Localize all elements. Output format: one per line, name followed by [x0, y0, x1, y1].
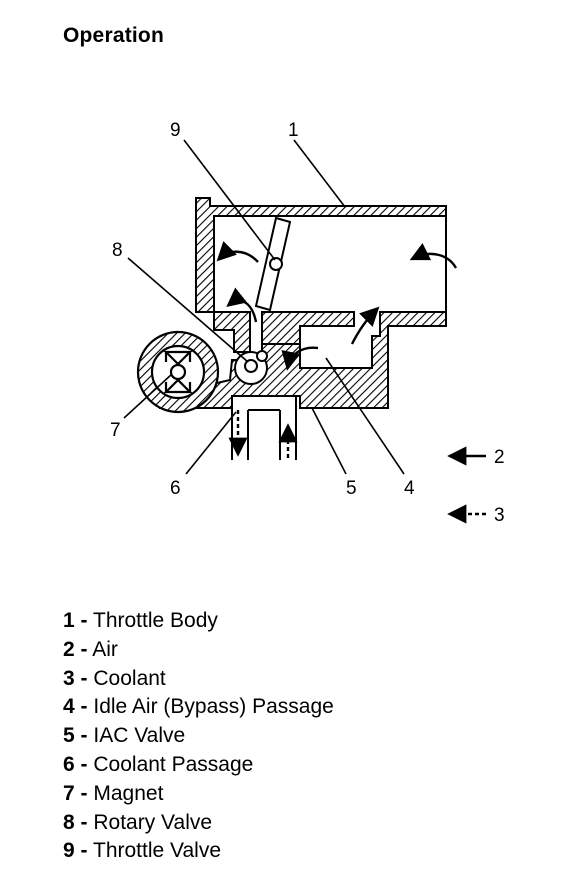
- callout-2: 2: [494, 447, 505, 468]
- leader-4: [325, 357, 405, 475]
- leader-8: [127, 257, 249, 363]
- callout-6: 6: [170, 478, 181, 499]
- leader-6: [185, 411, 237, 475]
- air-flow-arrows: [216, 241, 458, 458]
- callout-4: 4: [404, 478, 415, 499]
- throttle-body: [159, 197, 447, 409]
- legend-item: 5 - IAC Valve: [63, 724, 186, 748]
- bypass-passage-shelf: [261, 311, 355, 345]
- legend-item: 9 - Throttle Valve: [63, 839, 221, 863]
- legend-item: 4 - Idle Air (Bypass) Passage: [63, 695, 334, 719]
- magnet-assembly: [136, 330, 220, 414]
- air-arrow-bypass-mid: [281, 346, 319, 371]
- magnet-pole-bottom: [163, 378, 193, 394]
- magnet-pivot: [169, 363, 187, 381]
- coolant-passage: [231, 396, 297, 460]
- legend-list: 1 - Throttle Body 2 - Air 3 - Coolant 4 …: [63, 607, 334, 866]
- callout-5: 5: [346, 478, 357, 499]
- key-arrows: [447, 446, 486, 524]
- air-arrow-left-top: [216, 241, 259, 263]
- legend-item: 7 - Magnet: [63, 781, 164, 805]
- page-title: Operation: [63, 24, 164, 47]
- air-arrow-bypass-in: [350, 306, 380, 345]
- callout-1: 1: [288, 120, 299, 141]
- bypass-passage-wall: [213, 311, 251, 353]
- legend-item: 8 - Rotary Valve: [63, 810, 213, 834]
- callout-9: 9: [170, 120, 181, 141]
- legend-item: 2 - Air: [63, 637, 118, 661]
- air-arrow-bypass-out: [226, 287, 258, 323]
- leader-7: [123, 373, 173, 419]
- leader-5: [311, 407, 347, 475]
- legend-item: 1 - Throttle Body: [63, 609, 218, 632]
- legend-item: 6 - Coolant Passage: [63, 752, 254, 776]
- rotary-valve: [234, 350, 268, 385]
- callout-3: 3: [494, 505, 505, 526]
- callout-7: 7: [110, 420, 121, 441]
- callout-8: 8: [112, 240, 123, 261]
- throttle-body-top-wall: [195, 197, 447, 313]
- legend-item: 3 - Coolant: [63, 666, 166, 690]
- magnet-pole-top: [163, 350, 193, 366]
- leader-9: [183, 139, 276, 261]
- throttle-valve: [254, 216, 292, 312]
- leader-lines: [123, 139, 405, 475]
- leader-1: [293, 139, 346, 208]
- air-arrow-right-top: [409, 242, 458, 269]
